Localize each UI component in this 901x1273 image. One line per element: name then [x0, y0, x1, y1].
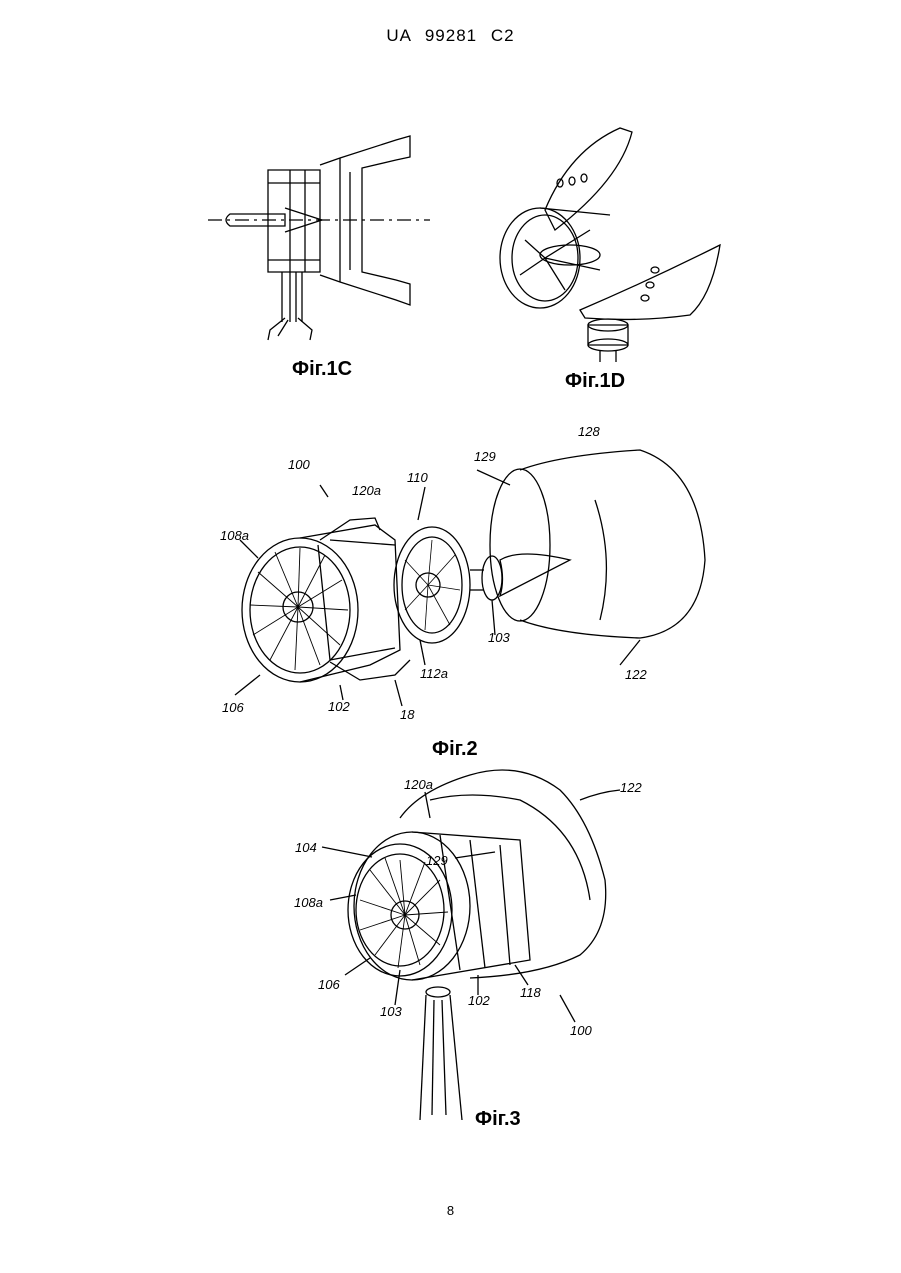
- fig-3-ref: 106: [318, 977, 340, 992]
- fig-3-ref: 118: [520, 985, 541, 1000]
- fig-3-ref: 100: [570, 1023, 592, 1038]
- fig-3-caption: Фіг.3: [475, 1108, 521, 1131]
- fig-3-ref: 129: [426, 853, 448, 868]
- fig-3-ref: 108a: [294, 895, 323, 910]
- fig-3-ref: 103: [380, 1004, 402, 1019]
- page-number: 8: [0, 1203, 901, 1218]
- fig-3-ref: 104: [295, 840, 317, 855]
- fig-3-ref: 120a: [404, 777, 433, 792]
- fig-3-ref: 122: [620, 780, 642, 795]
- fig-3-ref: 102: [468, 993, 490, 1008]
